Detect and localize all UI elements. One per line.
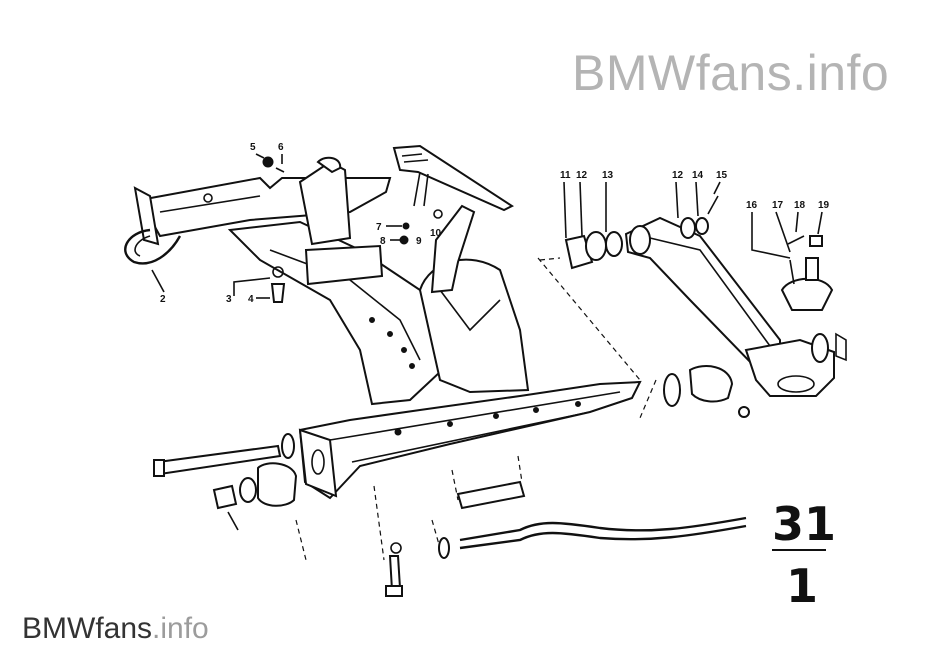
callout-18: 18 (794, 200, 806, 211)
callout-2: 2 (160, 294, 166, 305)
group-major: 31 (772, 497, 836, 551)
lower-parts (373, 455, 747, 597)
callout-7: 7 (376, 222, 382, 233)
left-bolt-assembly (153, 433, 307, 561)
callout-10: 10 (430, 228, 442, 239)
callout-15: 15 (716, 170, 728, 181)
axle-carrier (124, 144, 642, 500)
control-arm (537, 195, 847, 419)
callout-12b: 12 (672, 170, 684, 181)
callout-12a: 12 (576, 170, 588, 181)
leader-lines (151, 153, 823, 299)
callout-14: 14 (692, 170, 704, 181)
callout-19: 19 (818, 200, 830, 211)
callout-5: 5 (250, 142, 256, 153)
watermark-brand: BMWfans (22, 612, 153, 645)
watermark-top: BMWfans.info (572, 45, 890, 101)
callout-4: 4 (248, 294, 254, 305)
callout-6: 6 (278, 142, 284, 153)
group-minor: 1 (786, 559, 818, 613)
callout-3: 3 (226, 294, 232, 305)
callout-numbers: 5 6 2 3 4 7 8 9 10 11 12 13 12 14 15 16 … (160, 142, 830, 305)
watermark-suffix: .info (152, 612, 209, 645)
callout-13: 13 (602, 170, 614, 181)
callout-16: 16 (746, 200, 758, 211)
watermark-bottom: BMWfans.info (22, 612, 209, 646)
callout-11: 11 (560, 170, 571, 181)
small-hardware (262, 156, 443, 303)
callout-8: 8 (380, 236, 386, 247)
callout-17: 17 (772, 200, 784, 211)
group-number: 31 1 (772, 497, 836, 613)
callout-9: 9 (416, 236, 422, 247)
